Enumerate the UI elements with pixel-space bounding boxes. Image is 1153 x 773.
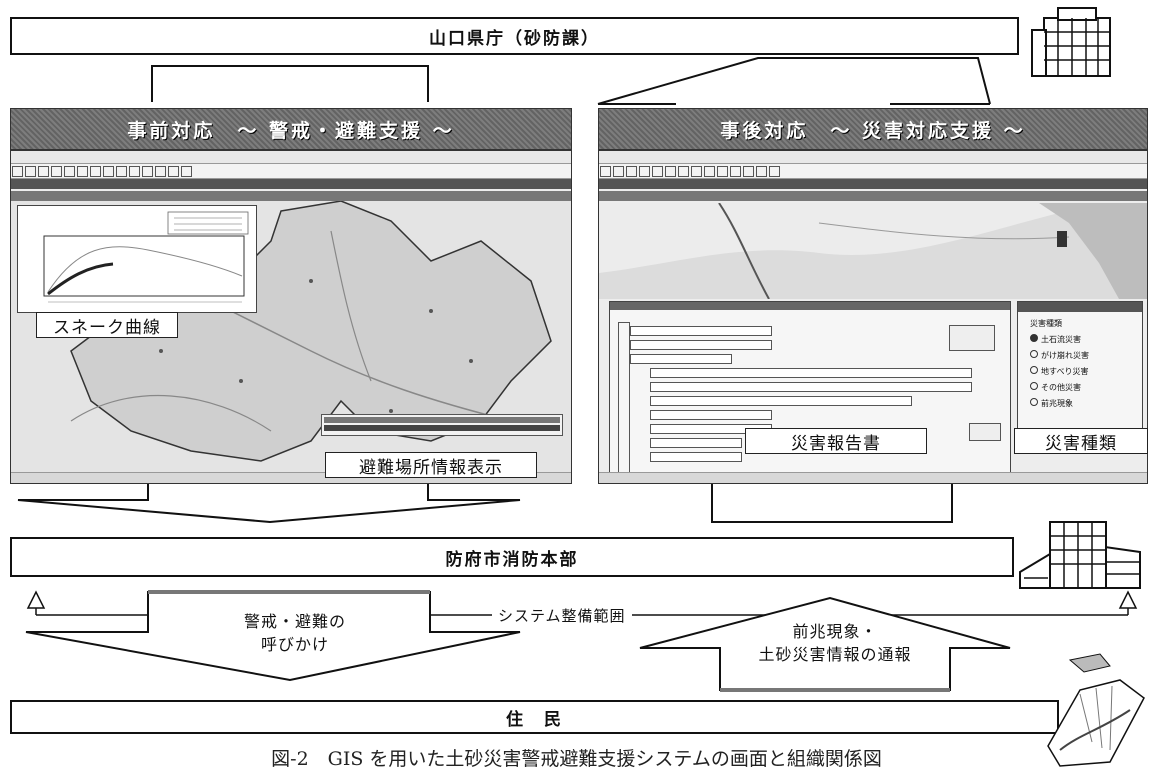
fire-station-building-icon xyxy=(1019,521,1141,589)
shelter-info-callout: 避難場所情報表示 xyxy=(325,452,537,478)
disaster-type-label: 災害種類 xyxy=(1045,433,1117,454)
fire-department-bar: 防府市消防本部 xyxy=(10,537,1014,577)
right-panel-title: 事後対応 ～ 災害対応支援 ～ xyxy=(598,108,1148,150)
radio-option-4: 前兆現象 xyxy=(1030,398,1073,409)
radio-option-1: がけ崩れ災害 xyxy=(1030,350,1089,361)
right-dark-strip xyxy=(599,179,1147,189)
residents-label: 住 民 xyxy=(506,709,563,730)
landslide-terrain-icon xyxy=(1047,653,1145,767)
snake-curve-label: スネーク曲線 xyxy=(53,317,161,338)
radio-option-2: 地すべり災害 xyxy=(1030,366,1088,377)
prefecture-bar: 山口県庁（砂防課） xyxy=(10,17,1019,55)
radio-option-3: その他災害 xyxy=(1030,382,1081,393)
right-down-connector xyxy=(711,484,953,523)
shelter-info-label: 避難場所情報表示 xyxy=(359,457,503,478)
left-panel-title-text: 事前対応 ～ 警戒・避難支援 ～ xyxy=(127,119,455,142)
snake-chart-window xyxy=(17,205,257,313)
right-end-arrow xyxy=(1118,590,1138,609)
down-arrow-shape xyxy=(25,591,521,682)
fire-department-label: 防府市消防本部 xyxy=(445,549,579,570)
figure-caption: 図-2 GIS を用いた土砂災害警戒避難支援システムの画面と組織関係図 xyxy=(271,748,882,770)
office-building-icon xyxy=(1031,7,1111,77)
system-scope-label: システム整備範囲 xyxy=(492,605,632,626)
left-toolbar xyxy=(11,164,571,179)
residents-bar: 住 民 xyxy=(10,700,1059,734)
right-panel-title-text: 事後対応 ～ 災害対応支援 ～ xyxy=(720,119,1026,142)
disaster-type-callout: 災害種類 xyxy=(1014,428,1148,454)
left-screenshot xyxy=(10,150,572,484)
right-menubar xyxy=(599,151,1147,164)
side-button-1 xyxy=(949,325,995,351)
left-statusbar xyxy=(11,472,571,483)
prefecture-label: 山口県庁（砂防課） xyxy=(429,28,600,49)
right-map xyxy=(599,203,1147,299)
left-dark-strip-2 xyxy=(11,191,571,201)
right-dark-strip-2 xyxy=(599,191,1147,201)
right-top-connector xyxy=(597,57,991,105)
snake-curve-graph xyxy=(43,211,249,303)
left-down-connector xyxy=(17,484,521,524)
right-toolbar xyxy=(599,164,1147,179)
disaster-type-heading: 災害種類 xyxy=(1030,319,1062,328)
side-button-2 xyxy=(969,423,1001,441)
left-panel-title: 事前対応 ～ 警戒・避難支援 ～ xyxy=(10,108,572,150)
right-statusbar xyxy=(599,472,1147,483)
shelter-info-strip xyxy=(321,414,563,436)
left-menubar xyxy=(11,151,571,164)
left-top-connector xyxy=(151,65,429,102)
disaster-type-window: 災害種類 土石流災害 がけ崩れ災害 地すべり災害 その他災害 前兆現象 xyxy=(1017,301,1143,447)
report-label: 災害報告書 xyxy=(791,433,881,454)
left-end-arrow xyxy=(26,590,46,609)
report-callout: 災害報告書 xyxy=(745,428,927,454)
radio-option-0: 土石流災害 xyxy=(1030,334,1081,345)
warning-call-text: 警戒・避難の 呼びかけ xyxy=(243,612,346,654)
report-call-text: 前兆現象・ 土砂災害情報の通報 xyxy=(758,622,912,664)
snake-curve-callout: スネーク曲線 xyxy=(36,312,178,338)
left-dark-strip xyxy=(11,179,571,189)
up-arrow-shape xyxy=(639,596,1011,691)
